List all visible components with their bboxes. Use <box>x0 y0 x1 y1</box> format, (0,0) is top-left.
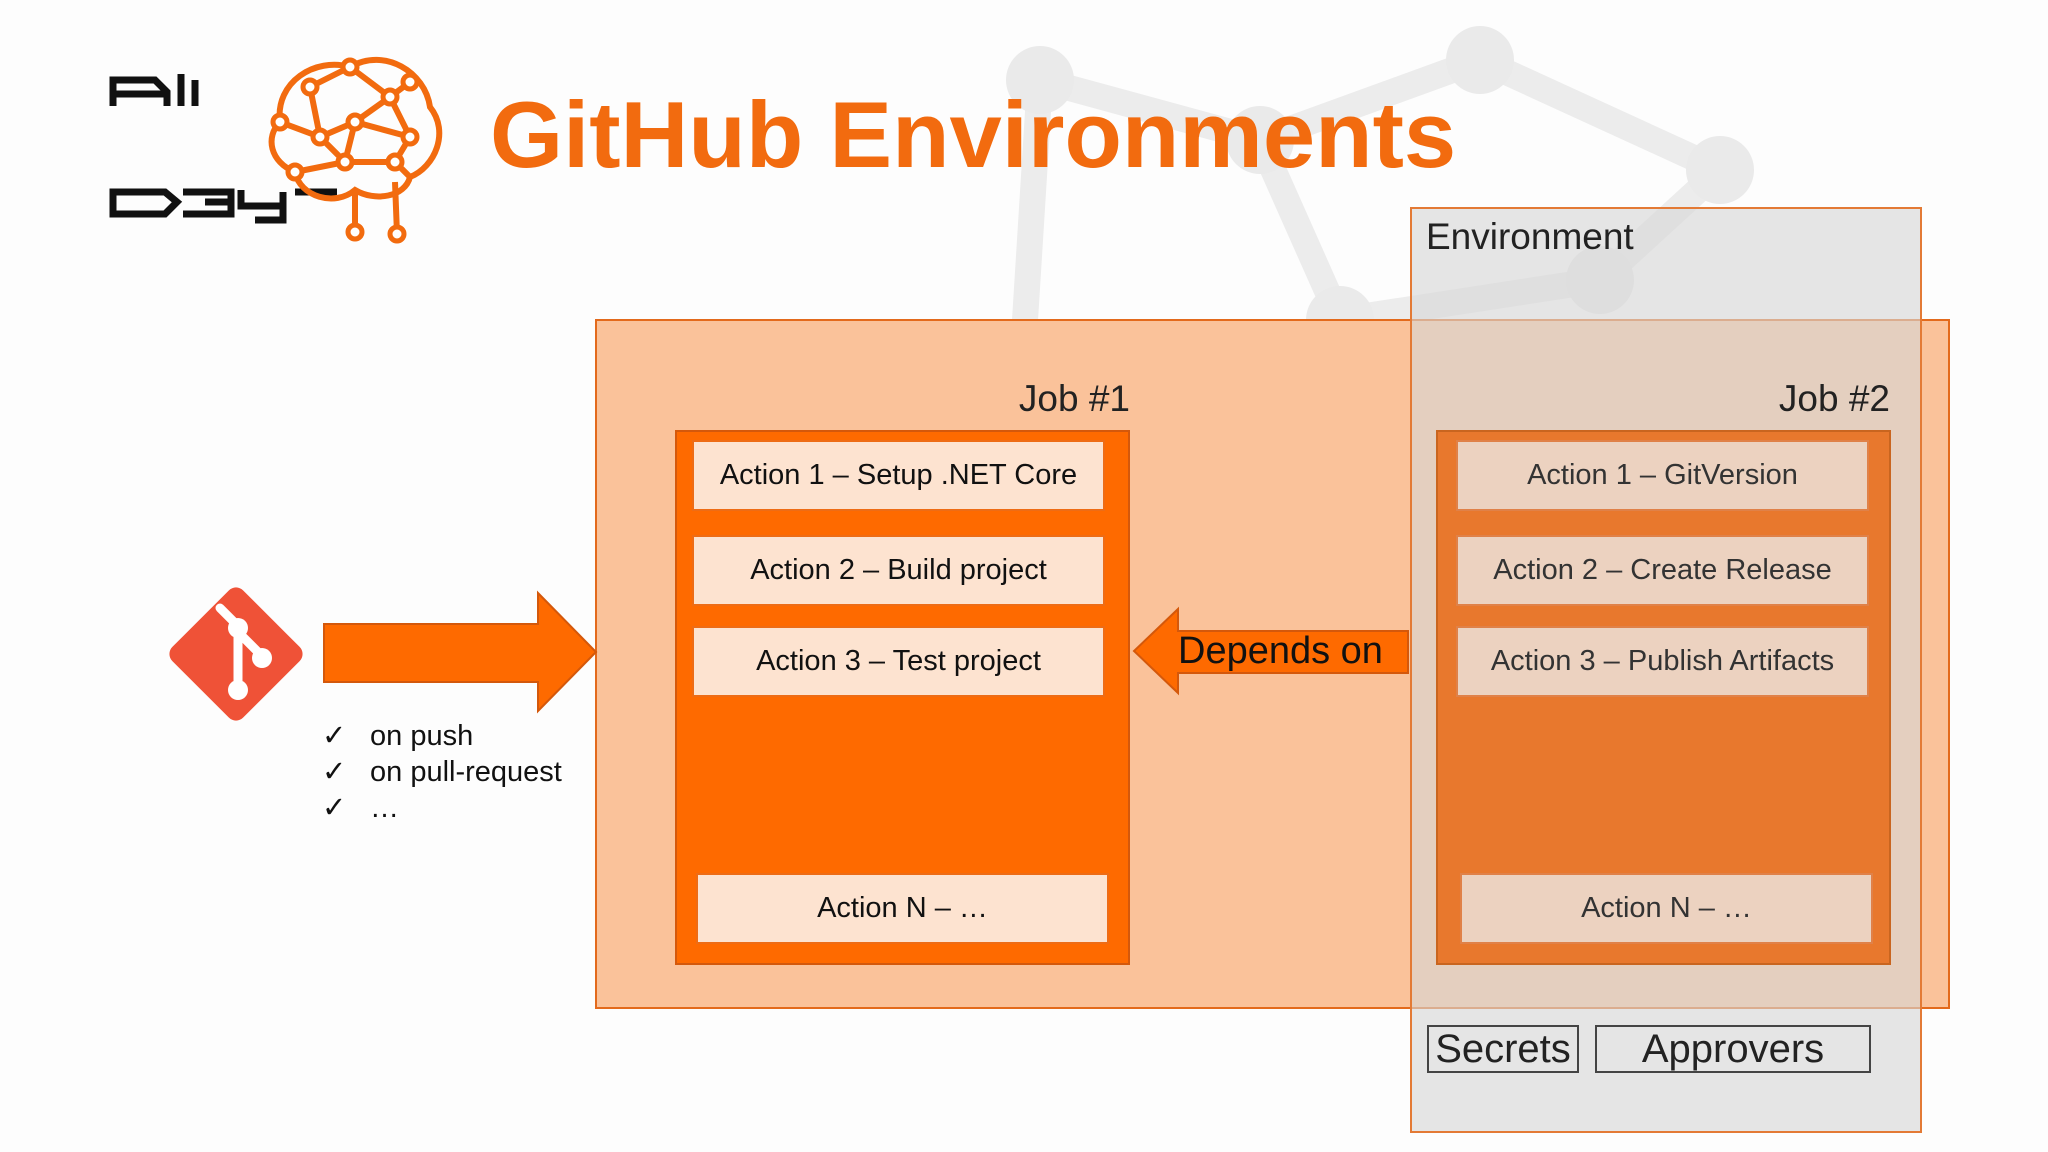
trigger-item: ✓ on pull-request <box>322 754 562 790</box>
secrets-tag: Secrets <box>1427 1025 1579 1073</box>
git-icon <box>169 587 303 721</box>
job1-action-n: Action N – … <box>696 873 1109 944</box>
depends-on-label: Depends on <box>1178 630 1383 672</box>
logo-text-glyphs <box>109 74 337 224</box>
job2-action-2: Action 2 – Create Release <box>1456 535 1869 606</box>
job1-title: Job #1 <box>1018 378 1130 419</box>
trigger-label: on pull-request <box>370 756 562 788</box>
job2-action-n: Action N – … <box>1460 873 1873 944</box>
depends-on-arrow <box>1132 606 1409 696</box>
trigger-item: ✓… <box>322 790 562 826</box>
job2-title: Job #2 <box>1778 378 1890 419</box>
ai-day-logo <box>109 56 443 244</box>
environment-title: Environment <box>1426 216 1634 257</box>
check-icon: ✓ <box>322 720 347 752</box>
trigger-arrow <box>323 590 598 714</box>
job1-action-3: Action 3 – Test project <box>692 626 1105 697</box>
job1-action-1: Action 1 – Setup .NET Core <box>692 440 1105 511</box>
trigger-label: on push <box>370 720 474 752</box>
trigger-list: ✓on push ✓on pull-request ✓… <box>322 718 562 826</box>
slide-title: GitHub Environments <box>490 82 1457 187</box>
job1-action-2: Action 2 – Build project <box>692 535 1105 606</box>
job2-action-1: Action 1 – GitVersion <box>1456 440 1869 511</box>
job2-action-3: Action 3 – Publish Artifacts <box>1456 626 1869 697</box>
approvers-tag: Approvers <box>1595 1025 1871 1073</box>
trigger-item: ✓ on push <box>322 718 562 754</box>
check-icon: ✓ <box>322 792 347 824</box>
check-icon: ✓ <box>322 756 347 788</box>
trigger-label: … <box>370 792 399 824</box>
